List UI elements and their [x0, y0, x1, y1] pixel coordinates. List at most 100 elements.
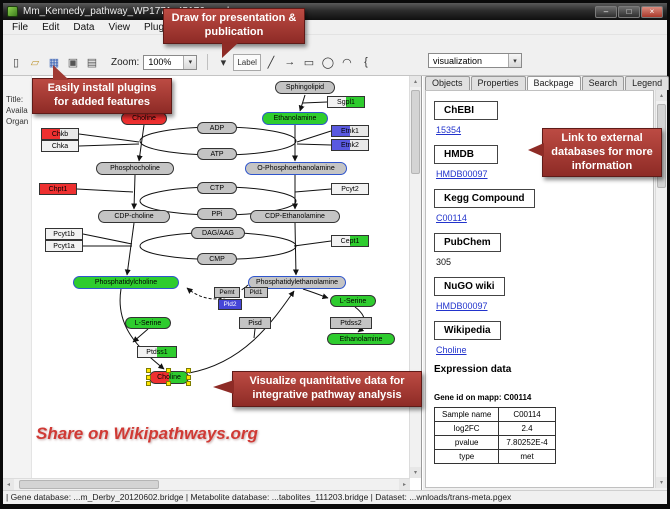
pathway-node-cmp[interactable]: CMP — [197, 253, 237, 265]
gene-id-line: Gene id on mapp: C00114 — [434, 393, 532, 402]
tab-search[interactable]: Search — [581, 76, 625, 90]
pathway-node-phosphatidylethanolamine[interactable]: Phosphatidylethanolamine — [248, 276, 346, 289]
maximize-button[interactable]: □ — [618, 5, 640, 18]
backpage-link[interactable]: HMDB00097 — [436, 301, 488, 311]
zoom-dropdown-icon[interactable]: ▾ — [183, 55, 197, 69]
pathway-node-pcyt1a[interactable]: Pcyt1a — [45, 240, 83, 252]
pathway-node-o-phosphoethanolamine[interactable]: O-Phosphoethanolamine — [245, 162, 347, 175]
pathway-node-chpt1[interactable]: Chpt1 — [39, 183, 77, 195]
open-file-icon[interactable]: ▱ — [30, 56, 40, 69]
scroll-down-icon[interactable]: ▾ — [410, 467, 421, 478]
backpage-link[interactable]: Choline — [436, 345, 467, 355]
menu-plugins[interactable]: Plugins — [143, 21, 177, 33]
selection-handle[interactable] — [146, 381, 151, 386]
label-tool-icon[interactable]: Label — [233, 53, 261, 71]
scroll-up-icon[interactable]: ▴ — [410, 76, 421, 87]
backpage-link[interactable]: HMDB00097 — [436, 169, 488, 179]
menu-bar: FileEditDataViewPluginsHelp — [3, 20, 667, 35]
backpage-link[interactable]: C00114 — [436, 213, 467, 223]
scroll-right-icon[interactable]: ▸ — [399, 479, 410, 490]
new-file-icon[interactable]: ▯ — [12, 56, 20, 69]
arc-tool-icon[interactable]: ◠ — [342, 56, 352, 69]
visualization-combobox[interactable]: visualization ▾ — [428, 53, 522, 68]
rect-tool-icon[interactable]: ▭ — [303, 56, 315, 69]
pathway-node-atp[interactable]: ATP — [197, 148, 237, 160]
minimize-button[interactable]: – — [595, 5, 617, 18]
pathway-node-sphingolipid[interactable]: Sphingolipid — [275, 81, 335, 94]
menu-view[interactable]: View — [108, 21, 130, 33]
tab-objects[interactable]: Objects — [425, 76, 470, 90]
copy-icon[interactable]: ▣ — [67, 56, 79, 69]
selection-handle[interactable] — [186, 381, 191, 386]
share-wikipathways-note: Share on Wikipathways.org — [36, 424, 258, 443]
selection-handle[interactable] — [166, 368, 171, 373]
selection-handle[interactable] — [186, 374, 191, 380]
panel-scroll-up-icon[interactable]: ▴ — [656, 90, 667, 101]
horizontal-scroll-thumb[interactable] — [19, 480, 159, 489]
pathway-node-etnk1[interactable]: Etnk1 — [331, 125, 369, 137]
backpage-section-header: ChEBI — [434, 101, 498, 120]
ellipse-tool-icon[interactable]: ◯ — [321, 56, 335, 69]
vertical-scroll-thumb[interactable] — [411, 90, 420, 174]
pathway-node-l-serine-right[interactable]: L-Serine — [330, 295, 376, 307]
tab-properties[interactable]: Properties — [470, 76, 526, 90]
pathway-node-ptdss1[interactable]: Ptdss1 — [137, 346, 177, 358]
selection-handle[interactable] — [186, 368, 191, 373]
pathway-node-chka[interactable]: Chka — [41, 140, 79, 152]
pathway-node-ctp[interactable]: CTP — [197, 182, 237, 194]
pathway-node-phosphatidylcholine[interactable]: Phosphatidylcholine — [73, 276, 179, 289]
pathway-node-pisd[interactable]: Pisd — [239, 317, 271, 329]
panel-scroll-down-icon[interactable]: ▾ — [656, 477, 667, 488]
selection-handle[interactable] — [166, 381, 171, 386]
pathway-node-ethanolamine-top[interactable]: Ethanolamine — [262, 112, 328, 125]
pathway-node-ethanolamine-right[interactable]: Ethanolamine — [327, 333, 395, 345]
callout-link-databases: Link to external databases for more info… — [528, 128, 662, 178]
save-file-icon[interactable]: ▦ — [48, 56, 60, 69]
pathway-node-ptdss2[interactable]: Ptdss2 — [330, 317, 372, 329]
pathway-node-phosphocholine[interactable]: Phosphocholine — [96, 162, 174, 175]
pathway-node-adp[interactable]: ADP — [197, 122, 237, 134]
pathway-node-dag-aag[interactable]: DAG/AAG — [191, 227, 245, 239]
selection-handle[interactable] — [146, 374, 151, 380]
pathway-node-pcyt1b[interactable]: Pcyt1b — [45, 228, 83, 240]
menu-data[interactable]: Data — [73, 21, 95, 33]
arrow-tool-icon[interactable]: → — [284, 56, 296, 68]
pathway-node-choline-top[interactable]: Choline — [121, 112, 167, 125]
pathway-node-cdp-ethanolamine[interactable]: CDP-Ethanolamine — [250, 210, 340, 223]
zoom-combobox[interactable]: 100% ▾ — [143, 54, 198, 70]
pathway-node-ppi[interactable]: PPi — [197, 208, 237, 220]
selection-handle[interactable] — [146, 368, 151, 373]
menu-file[interactable]: File — [12, 21, 29, 33]
pathway-node-sgpl1[interactable]: Sgpl1 — [327, 96, 365, 108]
backpage-section-header: PubChem — [434, 233, 501, 252]
canvas-horizontal-scrollbar[interactable]: ◂ ▸ — [3, 478, 410, 490]
zoom-label: Zoom: — [111, 56, 140, 68]
pathway-node-pld1[interactable]: Pld1 — [244, 287, 268, 298]
pathway-node-chkb[interactable]: Chkb — [41, 128, 79, 140]
table-cell: met — [498, 449, 556, 464]
pathway-node-pld2[interactable]: Pld2 — [218, 299, 242, 310]
pathway-node-pemt[interactable]: Pemt — [214, 287, 240, 298]
callout-draw-presentation: Draw for presentation & publication — [163, 8, 305, 58]
scroll-left-icon[interactable]: ◂ — [3, 479, 14, 490]
tab-backpage[interactable]: Backpage — [526, 76, 581, 90]
visualization-dropdown-icon[interactable]: ▾ — [508, 54, 521, 67]
pathway-node-l-serine-left[interactable]: L-Serine — [125, 317, 171, 329]
table-cell: pvalue — [433, 435, 500, 450]
pathway-node-etnk2[interactable]: Etnk2 — [331, 139, 369, 151]
menu-edit[interactable]: Edit — [42, 21, 60, 33]
pathway-node-cept1[interactable]: Cept1 — [331, 235, 369, 247]
pathway-node-pcyt2[interactable]: Pcyt2 — [331, 183, 369, 195]
close-button[interactable]: × — [641, 5, 663, 18]
pathway-node-cdp-choline[interactable]: CDP-choline — [98, 210, 170, 223]
brace-tool-icon[interactable]: { — [364, 56, 368, 68]
canvas-vertical-scrollbar[interactable]: ▴ ▾ — [409, 76, 421, 478]
tab-legend[interactable]: Legend — [625, 76, 670, 90]
selection-tool-icon[interactable]: ▾ — [220, 56, 227, 69]
line-tool-icon[interactable]: ╱ — [267, 56, 275, 69]
paste-icon[interactable]: ▤ — [86, 56, 98, 69]
backpage-link[interactable]: 15354 — [436, 125, 462, 135]
